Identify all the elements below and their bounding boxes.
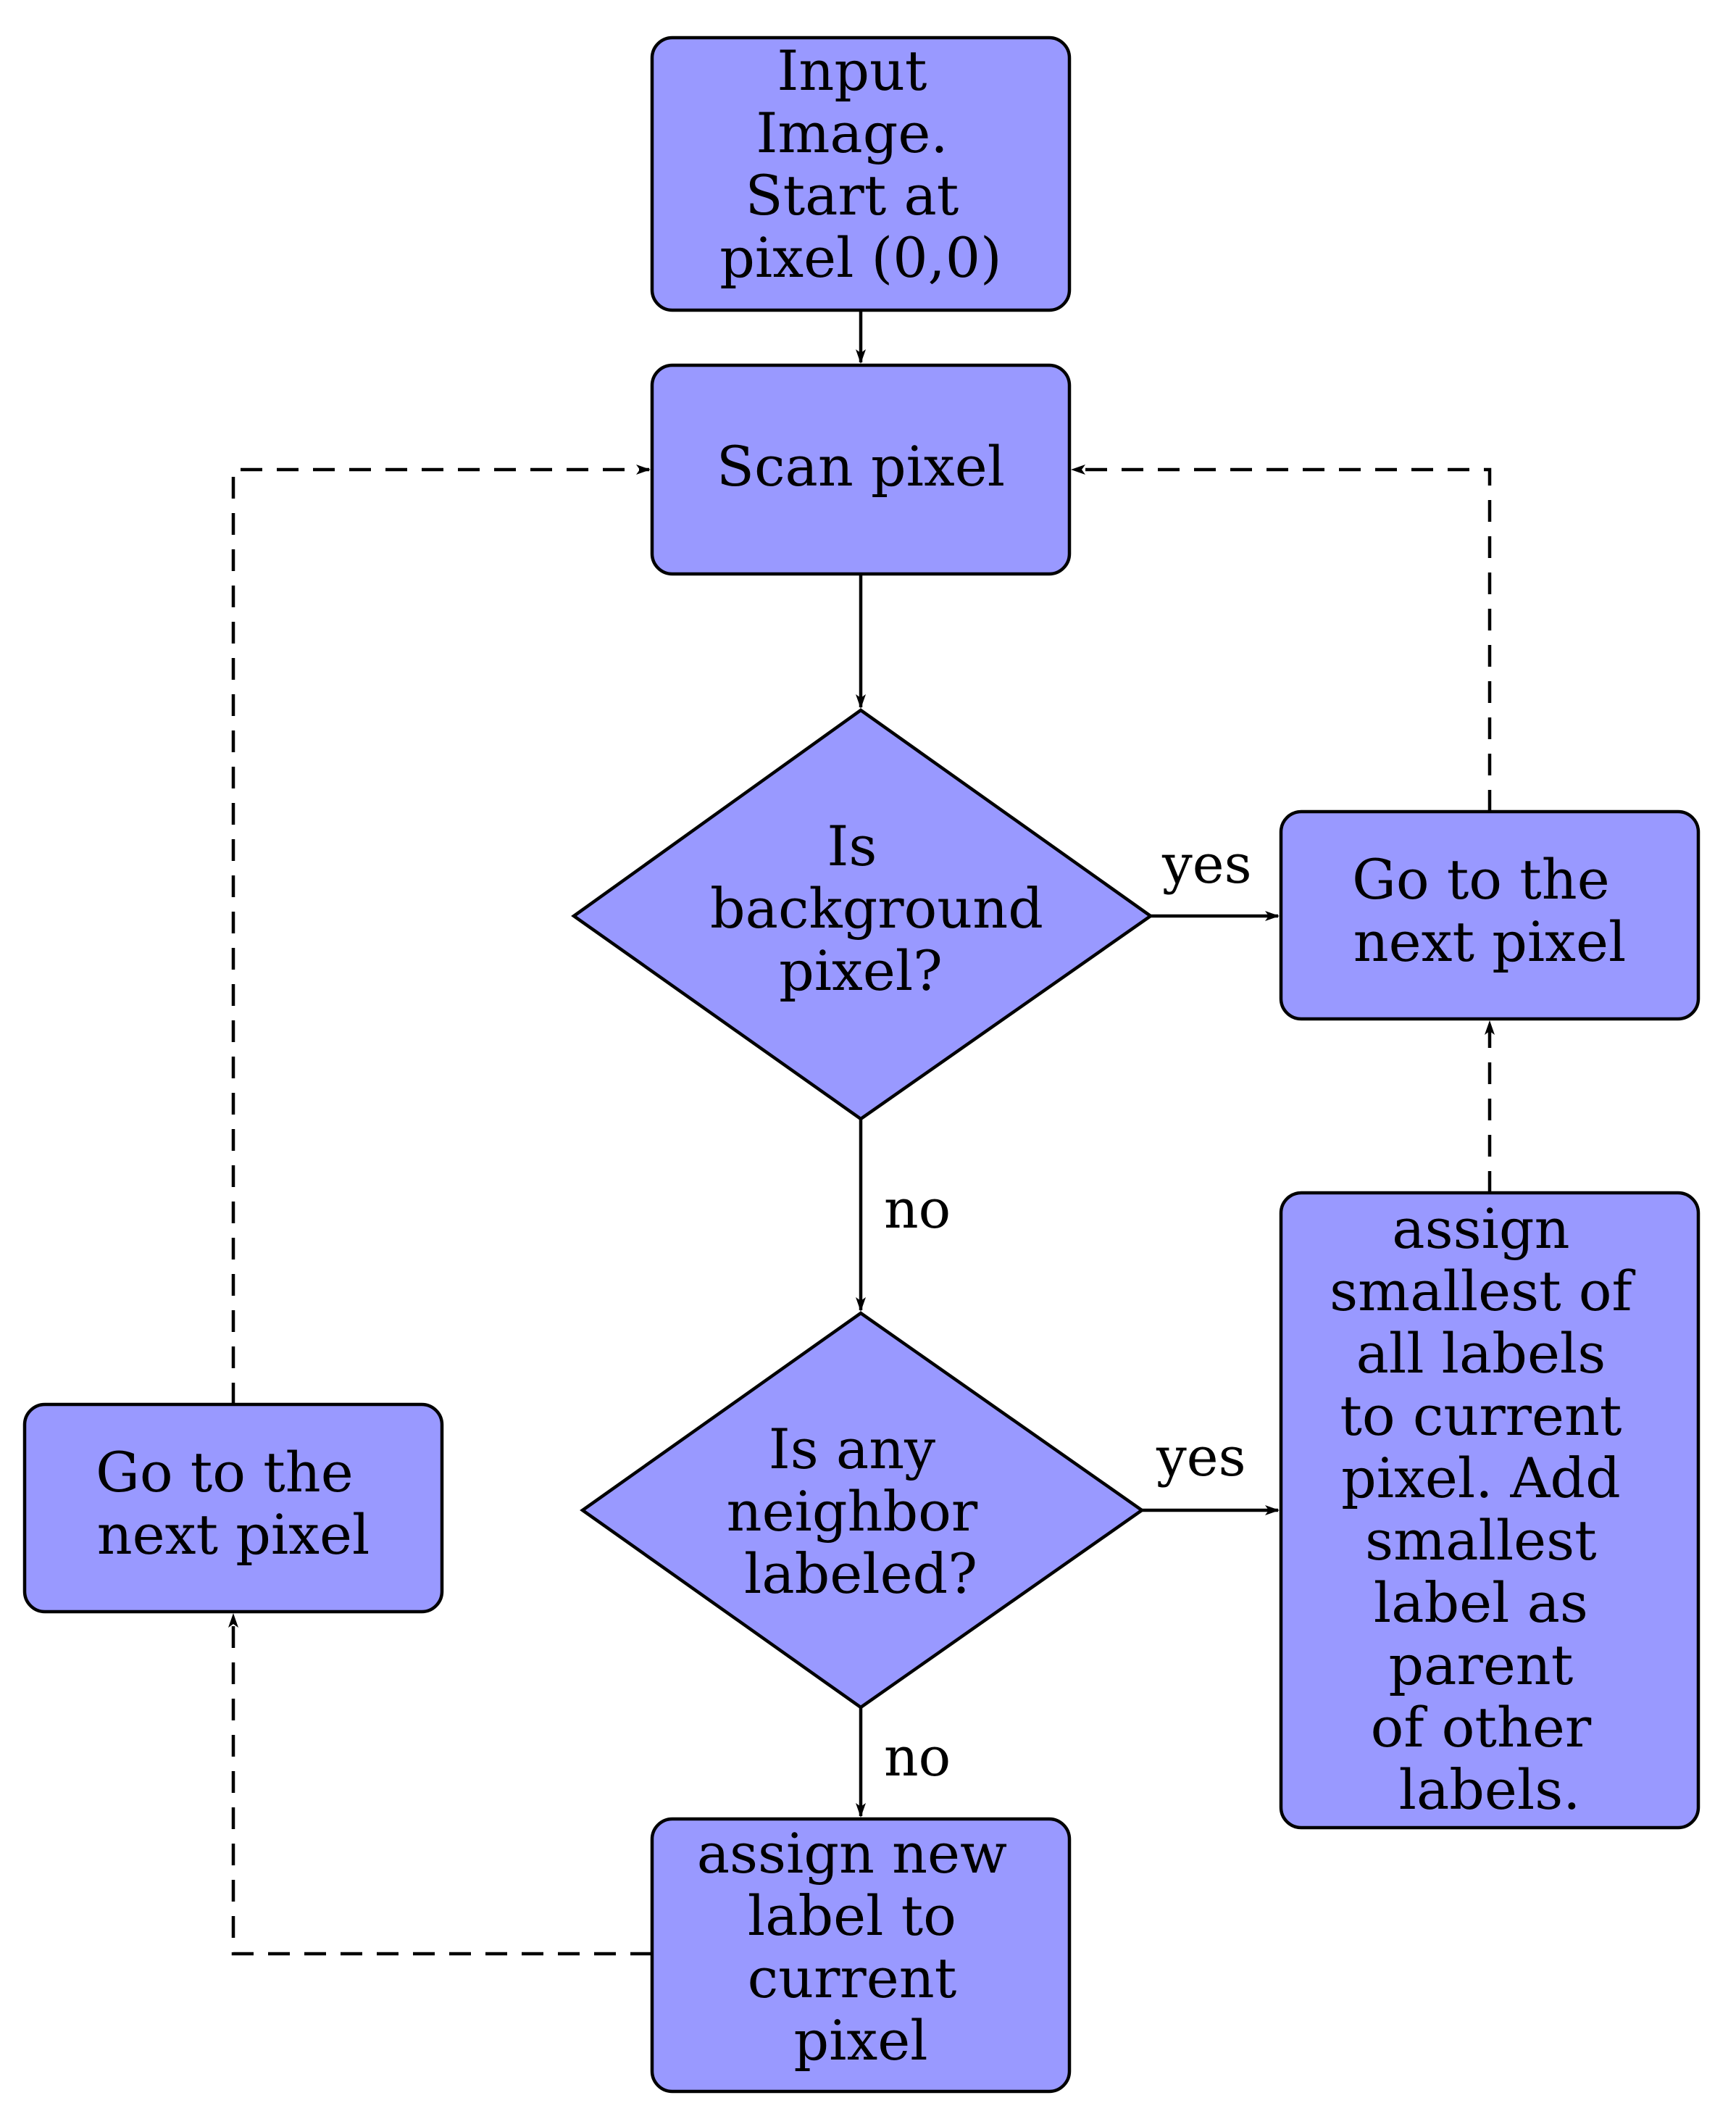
- next-pixel-right-label: Go to the next pixel: [1352, 847, 1627, 974]
- neighbor-no-label: no: [884, 1726, 951, 1789]
- background-decision-label: Is background pixel?: [710, 814, 1061, 1003]
- neighbor-decision-label: Is any neighbor labeled?: [727, 1417, 996, 1606]
- scan-pixel-label: Scan pixel: [717, 434, 1005, 499]
- background-yes-label: yes: [1161, 833, 1252, 896]
- assign-smallest-label: assign smallest of all labels to current…: [1330, 1196, 1650, 1822]
- edge-next-left-to-scan: [231, 465, 651, 1404]
- edge-assign-new-to-next-left: [228, 1613, 652, 1956]
- assign-new-label: assign new label to current pixel: [697, 1821, 1025, 2073]
- input-image-label: Input Image. Start at pixel (0,0): [719, 38, 1001, 290]
- neighbor-yes-label: yes: [1156, 1426, 1246, 1488]
- edge-next-right-to-scan: [1071, 465, 1492, 812]
- next-pixel-left-label: Go to the next pixel: [96, 1440, 371, 1567]
- background-no-label: no: [884, 1178, 951, 1241]
